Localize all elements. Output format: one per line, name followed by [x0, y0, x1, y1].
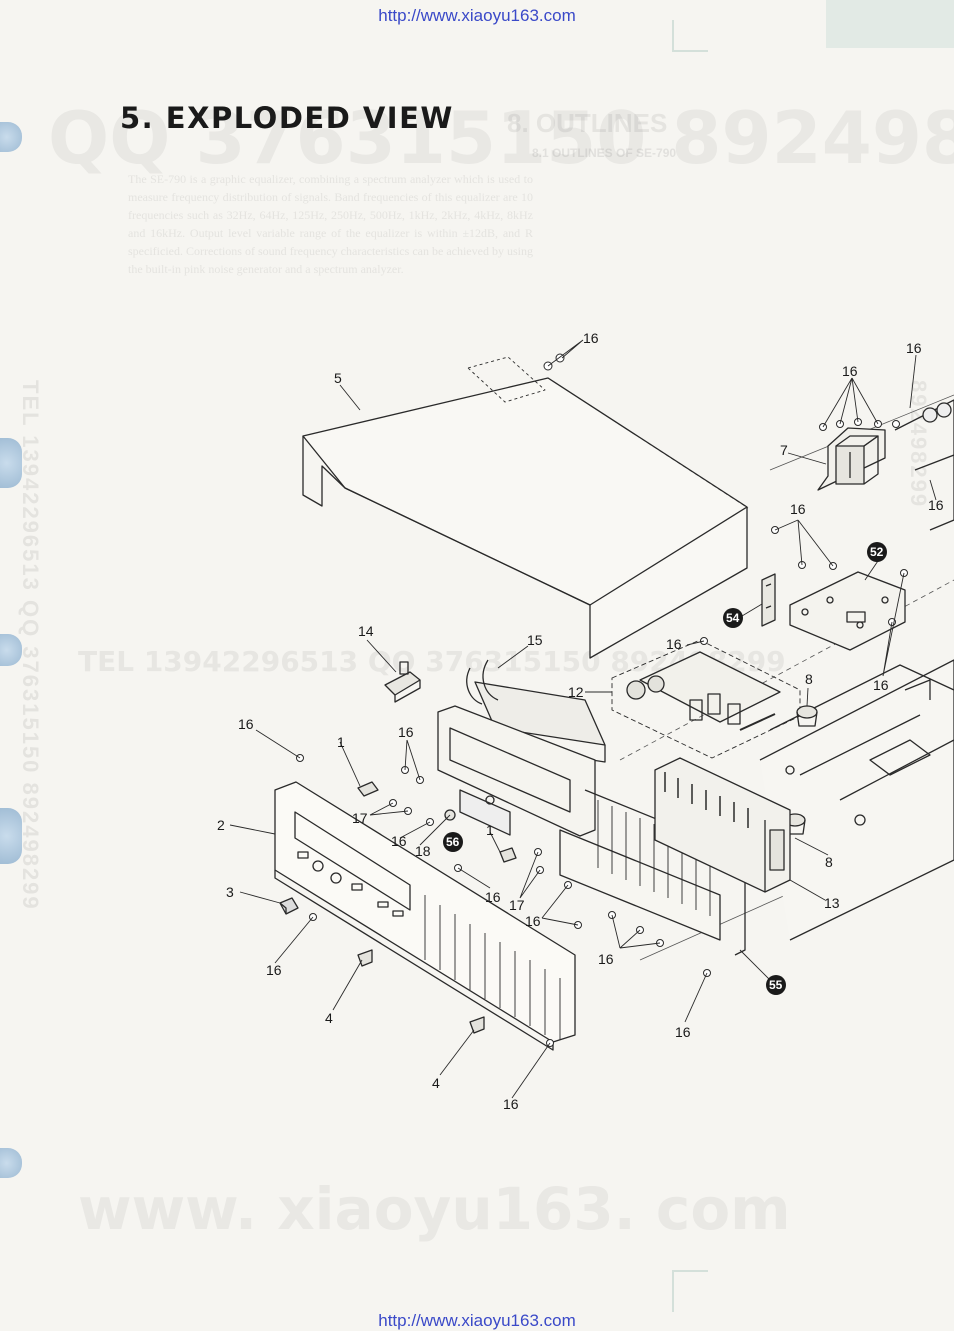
- binder-hole: [0, 122, 22, 152]
- part-label: 16: [238, 716, 254, 732]
- ghost-side-left: TEL 13942296513 QQ 376315150 892498299: [18, 380, 43, 911]
- top-cover: [302, 356, 749, 659]
- rear-frame: [559, 789, 746, 956]
- part-label: 3: [226, 884, 234, 900]
- part-label: 52: [870, 545, 884, 559]
- part-label: 16: [485, 889, 501, 905]
- part-label: 8: [805, 671, 813, 687]
- binder-hole: [0, 1148, 22, 1178]
- input-pcb: [611, 639, 801, 759]
- switch-14: [384, 661, 421, 703]
- part-label: 16: [675, 1024, 691, 1040]
- part-label: 16: [790, 501, 806, 517]
- callout-badge: [766, 975, 786, 995]
- sub-front-frame: [437, 705, 596, 837]
- page-title: 5. EXPLODED VIEW: [120, 101, 454, 135]
- part-label: 8: [825, 854, 833, 870]
- ghost-side-right: 892498299: [906, 380, 931, 509]
- part-label: 17: [352, 810, 368, 826]
- part-label: 1: [337, 734, 345, 750]
- part-label: 16: [266, 962, 282, 978]
- binder-hole: [0, 808, 22, 864]
- part-label: 16: [873, 677, 889, 693]
- part-label: 5: [334, 370, 342, 386]
- part-label: 4: [432, 1075, 440, 1091]
- callout-badge: [723, 608, 743, 628]
- callout-badge: [443, 832, 463, 852]
- part-label: 16: [928, 497, 944, 513]
- part-label: 7: [780, 442, 788, 458]
- bracket-54: [761, 573, 776, 627]
- part-label: 16: [391, 833, 407, 849]
- part-label: 13: [824, 895, 840, 911]
- ghost-subheading: 8.1 OUTLINES OF SE-790: [532, 146, 677, 160]
- power-transformer: [817, 427, 886, 491]
- part-label: 14: [358, 623, 374, 639]
- url-footer: http://www.xiaoyu163.com: [378, 1311, 576, 1330]
- callout-badge: [867, 542, 887, 562]
- foot-4b: [469, 1016, 485, 1034]
- front-panel: [274, 781, 576, 1051]
- url-header: http://www.xiaoyu163.com: [378, 6, 576, 25]
- part-label: 2: [217, 817, 225, 833]
- part-label: 55: [769, 978, 783, 992]
- part-label: 54: [726, 611, 740, 625]
- part-label: 16: [525, 913, 541, 929]
- power-board: [894, 399, 954, 531]
- part-label: 16: [398, 724, 414, 740]
- leader-lines: [229, 339, 937, 1099]
- ghost-heading: 8. OUTLINES: [507, 108, 668, 138]
- button-1b: [499, 847, 517, 863]
- part-label: 12: [568, 684, 584, 700]
- mounting-plate: [789, 571, 906, 651]
- button-1a: [357, 781, 379, 797]
- foot-8a: [796, 705, 818, 727]
- part-label: 16: [583, 330, 599, 346]
- part-label: 16: [598, 951, 614, 967]
- corner-tab: [826, 0, 954, 48]
- registration-mark: [672, 20, 708, 52]
- part-label: 56: [446, 835, 460, 849]
- part-label: 16: [842, 363, 858, 379]
- part-label: 15: [527, 632, 543, 648]
- registration-mark: [672, 1270, 708, 1312]
- watermark-qq: QQ 376315150 892498299: [48, 96, 954, 180]
- part-label: 16: [906, 340, 922, 356]
- part-label: 16: [666, 636, 682, 652]
- knob-3: [279, 897, 299, 915]
- part-label: 4: [325, 1010, 333, 1026]
- watermark-site: www. xiaoyu163. com: [78, 1175, 791, 1243]
- part-label: 1: [486, 822, 494, 838]
- binder-hole: [0, 438, 22, 488]
- part-label: 16: [503, 1096, 519, 1112]
- part-label: 18: [415, 843, 431, 859]
- part-label: 17: [509, 897, 525, 913]
- binder-hole: [0, 634, 22, 666]
- ghost-paragraph: The SE-790 is a graphic equalizer, combi…: [128, 172, 533, 276]
- chassis: [759, 659, 954, 941]
